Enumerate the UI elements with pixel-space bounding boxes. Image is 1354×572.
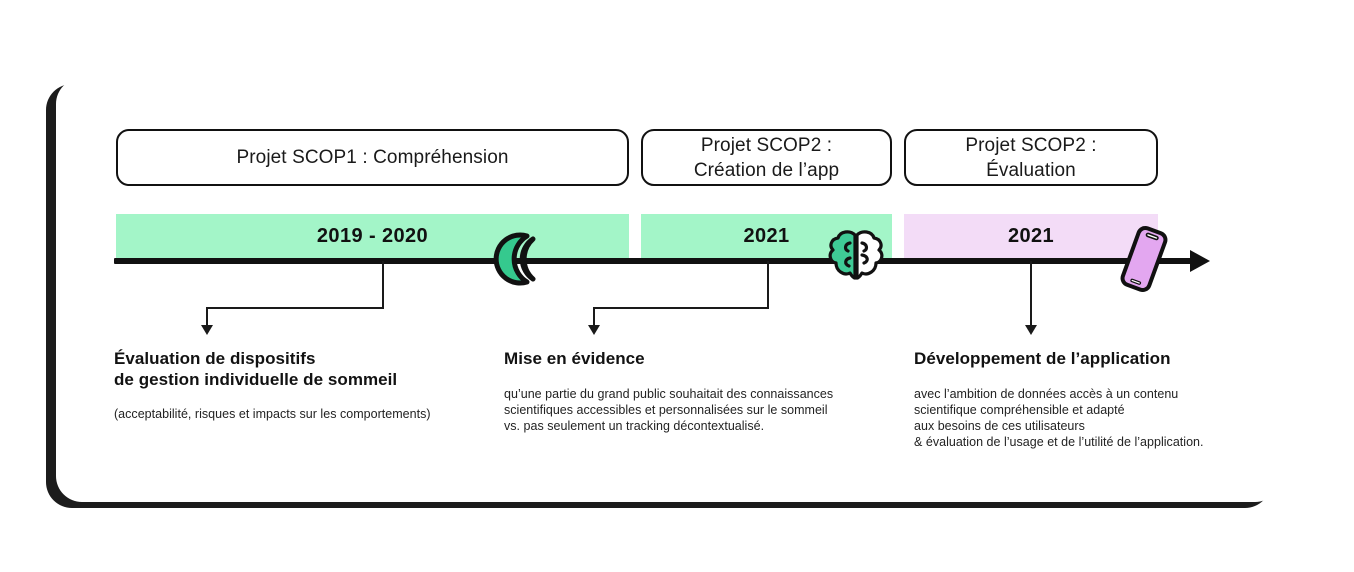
- timeline-axis: [114, 258, 1192, 264]
- year-bar-3: 2021: [904, 214, 1158, 259]
- annotation-1-title: Évaluation de dispositifs de gestion ind…: [114, 349, 398, 389]
- right-arrow-icon: [1190, 250, 1210, 272]
- year-bar-1-label: 2019 - 2020: [316, 225, 429, 247]
- annotation-3-title: Développement de l’application: [914, 349, 1171, 368]
- year-bar-1: 2019 - 2020: [116, 214, 629, 259]
- annotation-block-3: Développement de l’application avec l’am…: [914, 348, 1244, 450]
- project-box-2[interactable]: Projet SCOP2 : Création de l’app: [641, 129, 892, 186]
- brain-icon: [828, 230, 884, 280]
- annotation-2-body: qu’une partie du grand public souhaitait…: [504, 387, 834, 433]
- project-box-1[interactable]: Projet SCOP1 : Compréhension: [116, 129, 629, 186]
- connector-arrow-2: [588, 325, 600, 335]
- annotation-block-2: Mise en évidence qu’une partie du grand …: [504, 348, 884, 434]
- project-box-2-label: Projet SCOP2 : Création de l’app: [693, 134, 840, 181]
- crescent-moon-icon: [493, 232, 536, 286]
- project-box-3[interactable]: Projet SCOP2 : Évaluation: [904, 129, 1158, 186]
- annotation-block-1: Évaluation de dispositifs de gestion ind…: [114, 348, 474, 422]
- connector-arrow-3: [1025, 325, 1037, 335]
- connector-arrow-1: [201, 325, 213, 335]
- project-box-1-label: Projet SCOP1 : Compréhension: [236, 147, 509, 168]
- annotation-3-body: avec l’ambition de données accès à un co…: [914, 387, 1204, 449]
- annotation-1-body: (acceptabilité, risques et impacts sur l…: [114, 407, 431, 421]
- annotation-2-title: Mise en évidence: [504, 349, 645, 368]
- year-bar-3-label: 2021: [1007, 225, 1055, 247]
- smartphone-icon: [1120, 225, 1168, 293]
- year-bar-2-label: 2021: [743, 225, 790, 247]
- project-box-3-label: Projet SCOP2 : Évaluation: [965, 134, 1097, 181]
